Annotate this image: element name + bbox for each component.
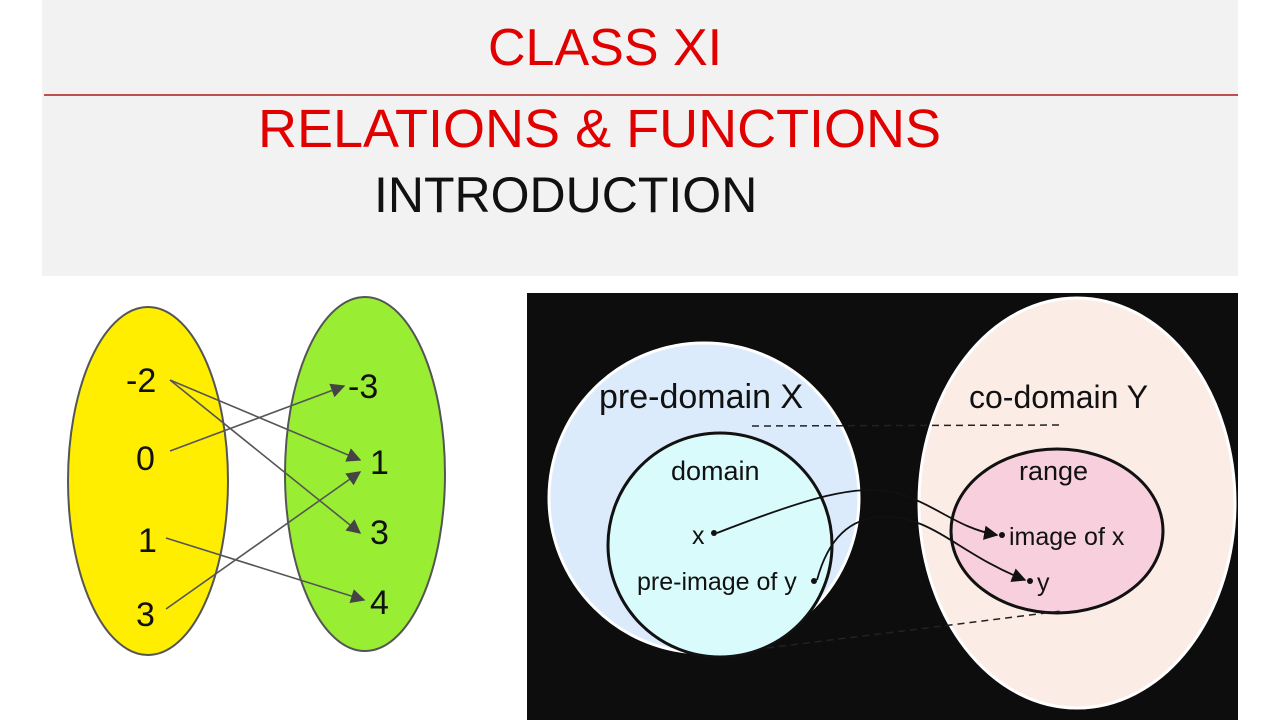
mapping-arrow <box>165 537 366 603</box>
pre-domain-label: pre-domain X <box>599 378 803 416</box>
domain-value: 1 <box>138 522 157 560</box>
mapping-diagram-svg: -2 0 1 3 -3 1 3 4 <box>67 296 446 656</box>
dashed-connector <box>751 424 1063 427</box>
y-label: y <box>1037 569 1050 597</box>
domain-value: 0 <box>136 440 155 478</box>
preimage-label: pre-image of y <box>637 568 797 596</box>
point-image <box>999 532 1005 538</box>
class-title: CLASS XI <box>488 19 723 77</box>
image-label: image of x <box>1009 523 1125 551</box>
function-diagram-svg: pre-domain X co-domain Y domain range x … <box>547 296 1237 710</box>
mapping-arrow <box>816 516 1027 582</box>
mapping-diagram: -2 0 1 3 -3 1 3 4 <box>42 276 516 720</box>
x-label: x <box>692 522 705 550</box>
mapping-arrow <box>165 471 362 610</box>
header-divider <box>44 94 1238 96</box>
domain-value: -2 <box>126 362 156 400</box>
codomain-value: 3 <box>370 514 389 552</box>
point-x <box>711 530 717 536</box>
co-domain-label: co-domain Y <box>969 379 1148 415</box>
codomain-set-ellipse <box>284 296 446 652</box>
subtitle: INTRODUCTION <box>374 167 758 223</box>
mapping-arrow <box>169 383 346 452</box>
range-subset <box>949 447 1165 615</box>
dashed-connector <box>766 610 1063 649</box>
point-y <box>1027 578 1033 584</box>
mapping-arrow <box>169 379 362 534</box>
mapping-arrow <box>169 379 362 462</box>
mapping-arrow <box>716 489 999 540</box>
function-diagram: pre-domain X co-domain Y domain range x … <box>527 293 1238 720</box>
topic-title: RELATIONS & FUNCTIONS <box>258 99 942 159</box>
title-slide <box>42 0 1238 276</box>
point-preimage <box>811 578 817 584</box>
codomain-value: 1 <box>370 444 389 482</box>
range-label: range <box>1019 456 1088 486</box>
domain-value: 3 <box>136 596 155 634</box>
domain-label: domain <box>671 456 760 486</box>
codomain-value: -3 <box>348 368 378 406</box>
codomain-value: 4 <box>370 584 389 622</box>
